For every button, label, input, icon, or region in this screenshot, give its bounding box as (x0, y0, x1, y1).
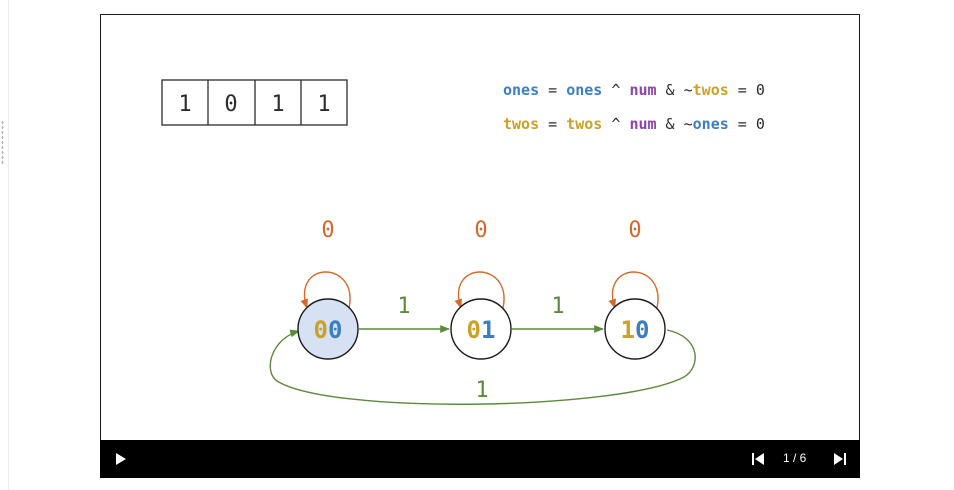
self-loop-label: 0 (321, 218, 334, 243)
state-00: 00 (297, 298, 359, 360)
equation-token: = (539, 81, 566, 99)
state-circle (297, 298, 359, 360)
left-rail (0, 0, 9, 490)
skip-previous-icon[interactable] (751, 452, 765, 466)
state-label: 01 (467, 316, 496, 344)
equation-token: num (629, 115, 656, 133)
state-bit-high: 0 (467, 316, 481, 344)
page-indicator: 1 / 6 (783, 451, 807, 465)
drag-handle-icon[interactable] (1, 120, 4, 164)
play-icon[interactable] (112, 451, 128, 467)
player-controls: 1 / 6 (100, 440, 860, 478)
transition-label: 1 (475, 378, 488, 403)
equation-twos: twos = twos ^ num & ~ones = 0 (503, 115, 765, 133)
state-label: 10 (621, 316, 650, 344)
equation-token: ones (566, 81, 602, 99)
state-bit-low: 1 (481, 316, 495, 344)
equation-token: & ~ (657, 81, 693, 99)
state-circle (604, 298, 666, 360)
self-loop-01 (454, 271, 505, 309)
equation-token: twos (693, 81, 729, 99)
equation-token: num (629, 81, 656, 99)
transition-10-00 (269, 329, 696, 405)
bit-cell: 1 (317, 92, 330, 117)
equation-token: twos (503, 115, 539, 133)
state-bit-low: 0 (635, 316, 649, 344)
state-circle (450, 298, 512, 360)
self-loop-label: 0 (474, 218, 487, 243)
state-bit-low: 0 (328, 316, 342, 344)
equation-token: twos (566, 115, 602, 133)
equation-token: = 0 (729, 115, 765, 133)
state-bit-high: 1 (621, 316, 635, 344)
equation-ones: ones = ones ^ num & ~twos = 0 (503, 81, 765, 99)
state-10: 10 (604, 298, 666, 360)
bit-cell: 1 (271, 92, 284, 117)
equation-token: = 0 (729, 81, 765, 99)
equation-token: ones (503, 81, 539, 99)
slide-canvas: 1 0 1 1 ones = ones ^ num & ~twos = 0 tw… (100, 14, 860, 441)
equation-token: = (539, 115, 566, 133)
transition-label: 1 (397, 294, 410, 319)
bit-cell: 0 (224, 92, 237, 117)
self-loop-10 (608, 271, 659, 309)
skip-next-icon[interactable] (833, 452, 847, 466)
equation-token: ^ (602, 81, 629, 99)
state-diagram: 1 0 1 1 ones = ones ^ num & ~twos = 0 tw… (161, 79, 765, 405)
state-bit-high: 0 (314, 316, 328, 344)
bit-cell: 1 (178, 92, 191, 117)
equation-token: ones (693, 115, 729, 133)
equation-token: & ~ (657, 115, 693, 133)
state-label: 00 (314, 316, 343, 344)
state-01: 01 (450, 298, 512, 360)
equation-token: ^ (602, 115, 629, 133)
bit-array: 1 0 1 1 (161, 79, 348, 126)
transition-label: 1 (551, 294, 564, 319)
self-loop-00 (300, 271, 351, 309)
self-loop-label: 0 (628, 218, 641, 243)
